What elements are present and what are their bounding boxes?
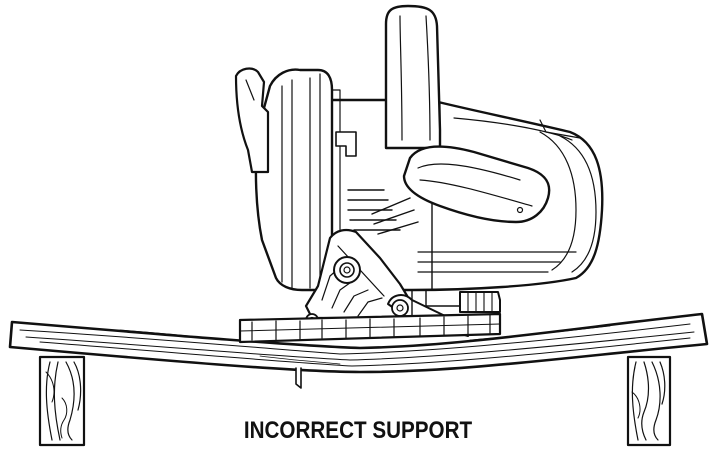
cooling-fins bbox=[347, 189, 419, 235]
depth-knob bbox=[459, 291, 501, 313]
circular-saw bbox=[234, 4, 604, 344]
rear-handle bbox=[384, 4, 442, 150]
pivot-knob bbox=[333, 256, 361, 284]
front-grip bbox=[402, 145, 551, 224]
blade-tip bbox=[295, 367, 302, 389]
sagging-board bbox=[8, 312, 709, 374]
depth-lever bbox=[234, 67, 270, 174]
shaft-lock bbox=[335, 131, 357, 157]
diagram-caption: INCORRECT SUPPORT bbox=[243, 417, 473, 444]
left-support-block bbox=[38, 355, 86, 447]
blade-guard bbox=[254, 68, 334, 292]
right-support-block bbox=[626, 355, 672, 447]
